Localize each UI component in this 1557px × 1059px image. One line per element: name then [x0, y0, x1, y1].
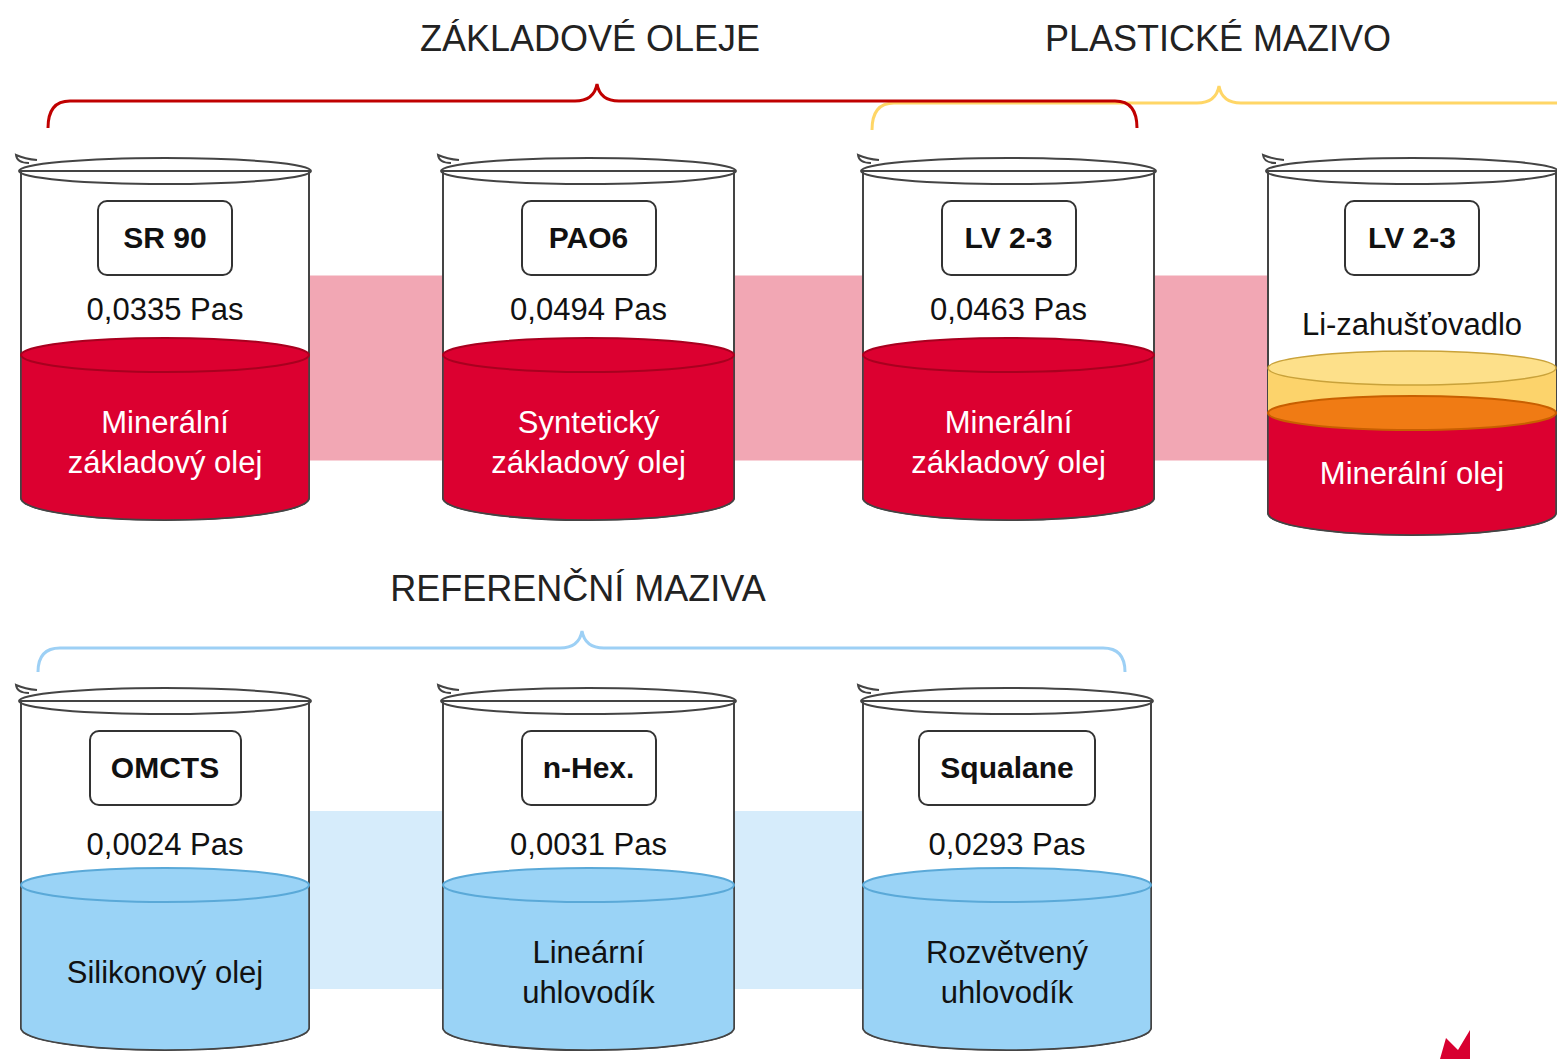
sample-name: Squalane: [940, 751, 1073, 785]
viscosity-value: 0,0024 Pas: [15, 827, 315, 863]
oil-type: Lineární uhlovodík: [463, 933, 714, 1013]
liquid-layer: Silikonový olej: [21, 867, 309, 1050]
oil-type: Minerální olej: [1320, 454, 1504, 494]
group-heading: ZÁKLADOVÉ OLEJE: [420, 18, 760, 60]
label-box: OMCTS: [89, 730, 242, 806]
beaker: 0,0463 Pas LV 2-3Minerální základový olej: [857, 155, 1160, 520]
beaker: 0,0031 Pas n-Hex. Lineární uhlovodík: [437, 685, 740, 1050]
bracket: [38, 631, 1125, 672]
viscosity-value: 0,0494 Pas: [437, 292, 740, 328]
connecting-band: [307, 811, 445, 989]
oil-type: Minerální základový olej: [883, 403, 1134, 483]
viscosity-value: 0,0335 Pas: [15, 292, 315, 328]
sample-name: LV 2-3: [1368, 221, 1456, 255]
sample-name: SR 90: [123, 221, 206, 255]
label-box: SR 90: [97, 200, 233, 276]
oil-type: Syntetický základový olej: [463, 403, 714, 483]
viscosity-value: 0,0463 Pas: [857, 292, 1160, 328]
beaker: 0,0335 Pas SR 90 Minerální základový olej: [15, 155, 315, 520]
bracket: [872, 86, 1557, 130]
logo-mark: [1440, 1030, 1470, 1059]
group-heading: REFERENČNÍ MAZIVA: [390, 568, 765, 610]
connecting-band: [732, 811, 865, 989]
liquid-layer: Syntetický základový olej: [443, 337, 734, 520]
oil-type: Rozvětvený uhlovodík: [883, 933, 1131, 1013]
sample-name: n-Hex.: [543, 751, 635, 785]
liquid-layer: Minerální základový olej: [863, 337, 1154, 520]
beaker: 0,0024 Pas OMCTS Silikonový olej: [15, 685, 315, 1050]
oil-type: Minerální základový olej: [41, 403, 289, 483]
liquid-layer: Minerální základový olej: [21, 337, 309, 520]
viscosity-value: 0,0031 Pas: [437, 827, 740, 863]
label-box: LV 2-3: [1344, 200, 1480, 276]
connecting-band: [1152, 276, 1270, 461]
label-box: Squalane: [918, 730, 1096, 806]
group-heading: PLASTICKÉ MAZIVO: [1045, 18, 1391, 60]
label-box: n-Hex.: [521, 730, 657, 806]
beaker: Li-zahušťovadlo LV 2-3Minerální olej: [1262, 155, 1557, 535]
liquid-layer: Minerální olej: [1268, 395, 1556, 535]
thickener-label: Li-zahušťovadlo: [1262, 307, 1557, 343]
liquid-layer: Lineární uhlovodík: [443, 867, 734, 1050]
viscosity-value: 0,0293 Pas: [857, 827, 1157, 863]
sample-name: PAO6: [549, 221, 628, 255]
oil-type: Silikonový olej: [67, 953, 263, 993]
sample-name: OMCTS: [111, 751, 219, 785]
connecting-band: [732, 276, 865, 461]
connecting-band: [307, 276, 445, 461]
label-box: PAO6: [521, 200, 657, 276]
beaker: 0,0494 Pas PAO6Syntetický základový olej: [437, 155, 740, 520]
beaker: 0,0293 Pas SqualaneRozvětvený uhlovodík: [857, 685, 1157, 1050]
liquid-layer: Rozvětvený uhlovodík: [863, 867, 1151, 1050]
label-box: LV 2-3: [941, 200, 1077, 276]
sample-name: LV 2-3: [965, 221, 1053, 255]
bracket: [48, 84, 1137, 128]
